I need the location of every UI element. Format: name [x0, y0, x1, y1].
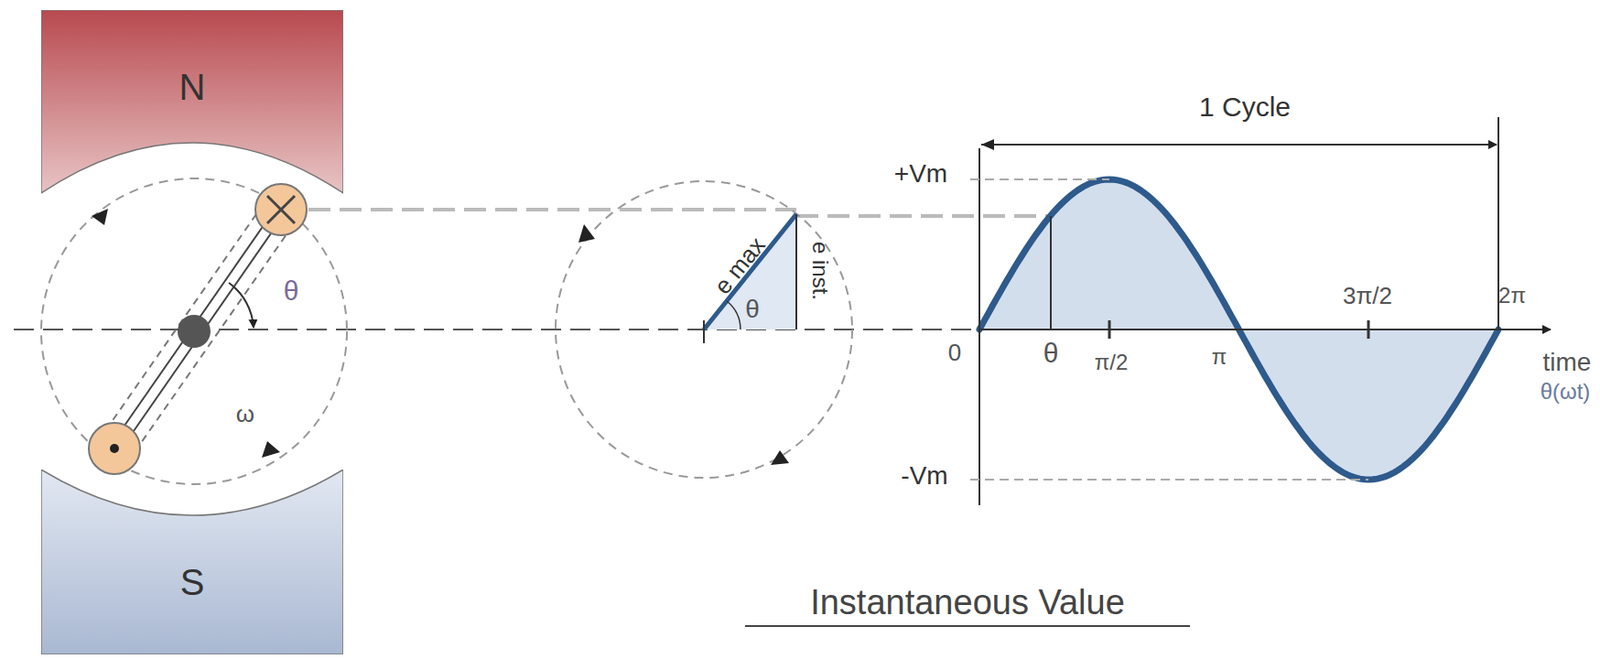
rotation-arrow [770, 450, 790, 465]
underline [745, 625, 1190, 628]
angle-label: θ [745, 296, 760, 323]
axis-title: θ(ωt) [1540, 380, 1591, 403]
axis-title: time [1543, 349, 1592, 376]
axis-value: θ [1043, 339, 1060, 368]
pole-label: S [180, 562, 206, 604]
rotation-arrow [91, 208, 109, 226]
rotation-arrow [261, 441, 281, 458]
phasor-projection [795, 214, 798, 330]
axis-value: π/2 [1094, 351, 1129, 374]
projection-line [796, 214, 1051, 218]
y-axis [978, 148, 981, 506]
axis-value: π [1211, 345, 1228, 368]
angular-velocity: ω [236, 401, 255, 426]
rotor-path [41, 178, 347, 485]
peak-line [970, 478, 1369, 481]
x-axis [979, 328, 1551, 331]
angle-arc [228, 282, 254, 328]
peak-label: +Vm [894, 161, 948, 187]
peak-label: -Vm [900, 463, 948, 489]
cycle-arrow [981, 143, 1497, 146]
axis-value: 2π [1498, 284, 1526, 307]
angle-label: θ [283, 277, 300, 305]
axis-line [13, 328, 980, 331]
phasor [703, 214, 797, 330]
inst-emf-label: e inst. [809, 241, 832, 301]
caption-label: Instantaneous Value [810, 584, 1125, 620]
north-pole: N [41, 10, 344, 195]
theta-marker [1049, 216, 1052, 330]
projection-line [308, 207, 797, 212]
axis-value: 0 [948, 340, 962, 365]
rotation-arrow [578, 224, 595, 243]
south-pole: S [41, 469, 344, 655]
coil [88, 183, 307, 475]
phasor-circle [555, 181, 853, 478]
angle-arc [726, 301, 741, 330]
axis-value: 3π/2 [1342, 283, 1393, 308]
phasor-triangle [703, 214, 797, 330]
cycle-label: 1 Cycle [1199, 93, 1291, 121]
pole-label: N [179, 66, 206, 109]
peak-line [970, 178, 1110, 181]
